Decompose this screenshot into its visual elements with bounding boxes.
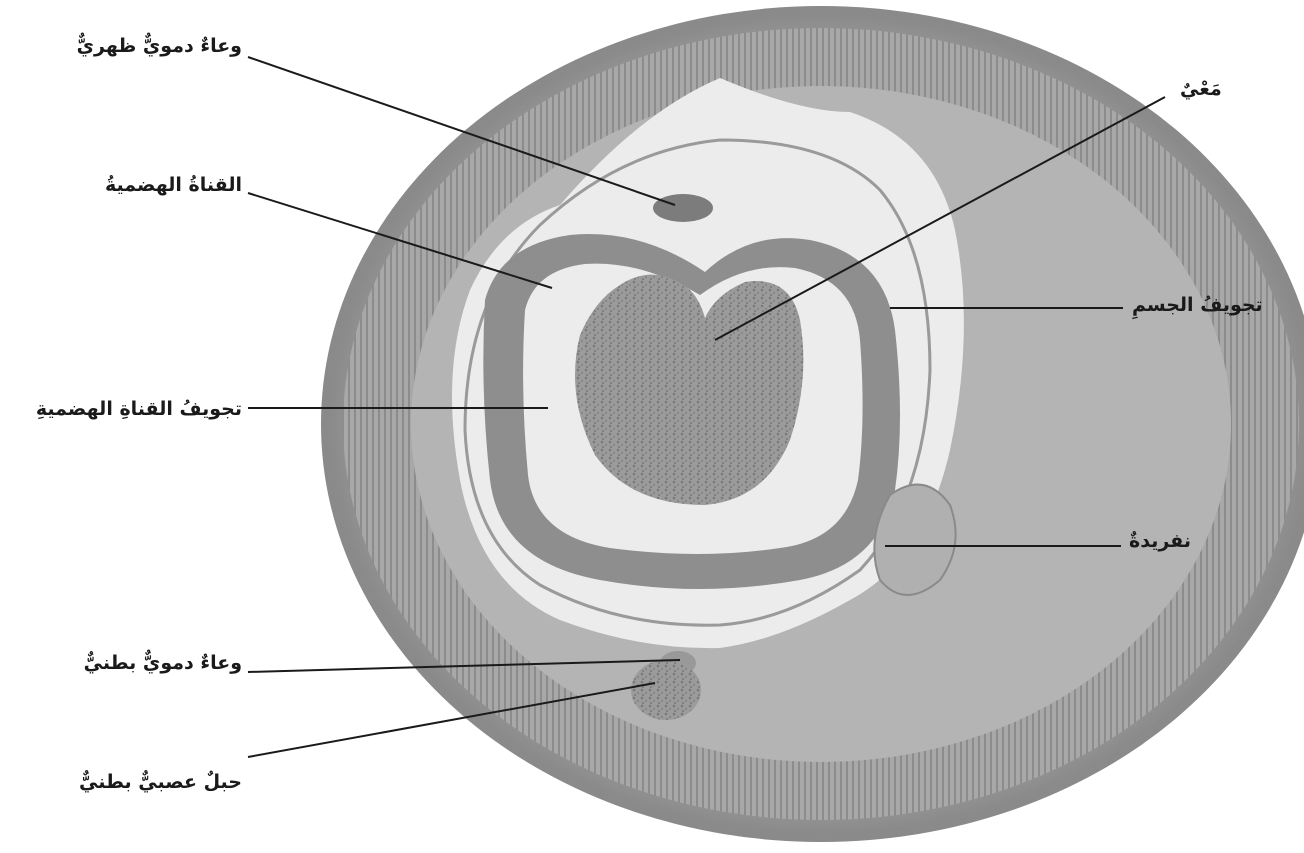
typhlosole — [575, 275, 803, 505]
ventral-nerve-cord — [631, 660, 701, 720]
dorsal-blood-vessel — [653, 194, 713, 222]
label-dorsal-blood-vessel: وعاءٌ دمويٌّ ظهريٌّ — [77, 37, 242, 56]
label-typhlosole: مَعْيٌ — [1180, 80, 1222, 99]
label-nephridium: نفريدةٌ — [1129, 532, 1191, 551]
label-coelom: تجويفُ الجسمِ — [1132, 296, 1263, 315]
label-digestive-tract: القناةُ الهضميةُ — [105, 176, 242, 195]
label-ventral-blood-vessel: وعاءٌ دمويٌّ بطنيٌّ — [84, 654, 242, 673]
label-ventral-nerve-cord: حبلٌ عصبيٌّ بطنيٌّ — [79, 773, 242, 792]
label-digestive-tract-lumen: تجويفُ القناةِ الهضميةِ — [36, 400, 242, 419]
